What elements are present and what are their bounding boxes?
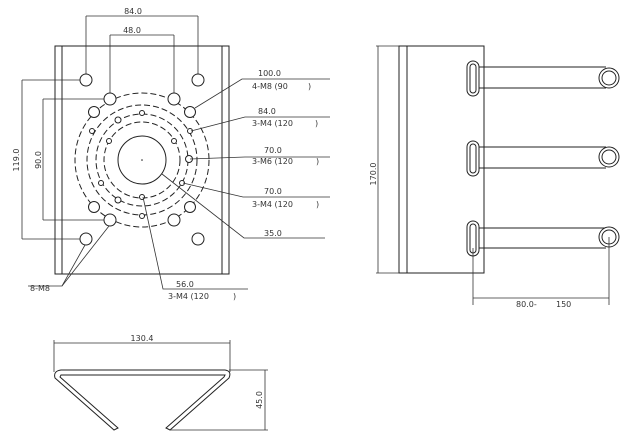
callout-close: ): [233, 292, 236, 301]
callout-70-m6-value: 70.0: [264, 146, 282, 155]
callout-84-value: 84.0: [258, 107, 276, 116]
side-view: 170.0 80.0- 150: [369, 45, 620, 309]
arm-slots: [466, 60, 480, 257]
callout-70-m4-value: 70.0: [264, 187, 282, 196]
callout-56-spec: 3-M4 (120: [168, 292, 209, 301]
callout-close: ): [315, 119, 318, 128]
dim-150: 150: [556, 300, 571, 309]
callout-100-spec: 4-M8 (90: [252, 82, 288, 91]
dim-45: 45.0: [255, 391, 264, 409]
label-8-m8: 8-M8: [30, 284, 50, 293]
dim-90: 90.0: [34, 151, 43, 169]
callout-35-value: 35.0: [264, 229, 282, 238]
center-bore: [117, 135, 167, 185]
callout-close: ): [308, 82, 311, 91]
corner-holes: [79, 73, 205, 246]
front-view: 84.0 48.0 119.0 90.0: [12, 7, 330, 301]
callout-84-spec: 3-M4 (120: [252, 119, 293, 128]
dim-48: 48.0: [123, 26, 141, 35]
bracket-profile: [54, 369, 231, 431]
callout-70-m6-spec: 3-M6 (120: [252, 157, 293, 166]
callout-70-m4-spec: 3-M4 (120: [252, 200, 293, 209]
dim-170: 170.0: [369, 163, 378, 186]
callout-close: ): [316, 157, 319, 166]
arms: [479, 66, 620, 249]
callout-100-value: 100.0: [258, 69, 281, 78]
dim-80: 80.0-: [516, 300, 537, 309]
mounting-plate-outline: [54, 45, 230, 275]
callout-56-value: 56.0: [176, 280, 194, 289]
bottom-view: 130.4 45.0: [53, 334, 268, 431]
ring-holes: [88, 92, 196, 227]
dim-84: 84.0: [124, 7, 142, 16]
dim-130-4: 130.4: [131, 334, 154, 343]
callout-close: ): [316, 200, 319, 209]
dim-119: 119.0: [12, 149, 21, 172]
